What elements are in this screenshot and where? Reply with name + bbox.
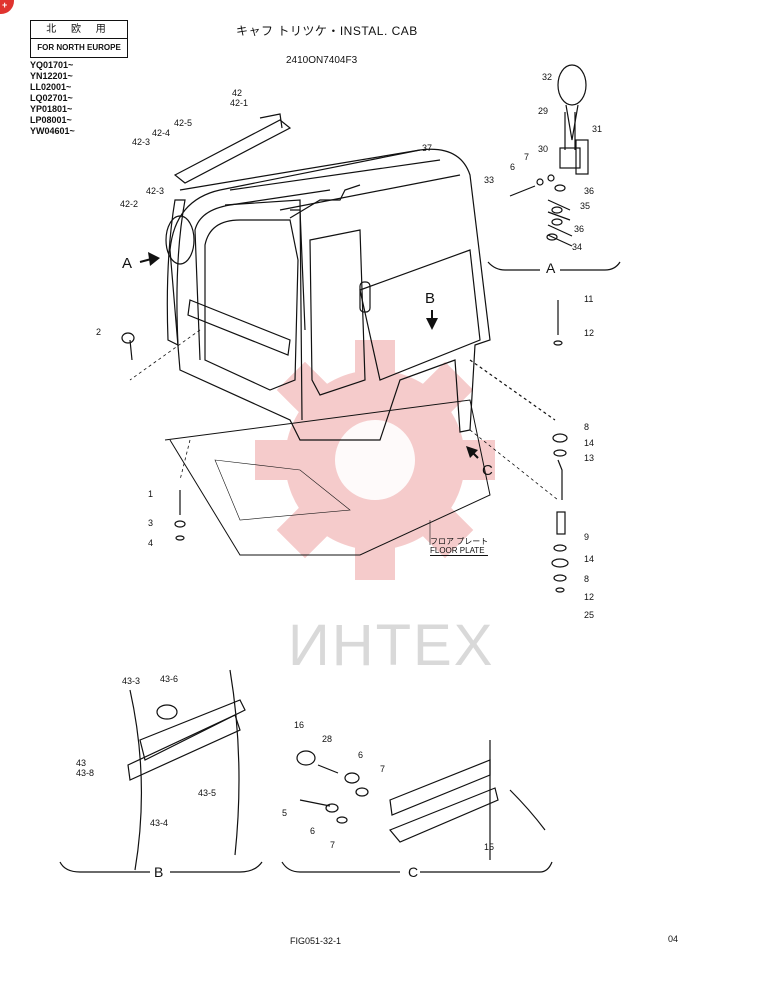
- callout: 6: [358, 750, 364, 760]
- figure-number: FIG051-32-1: [290, 936, 342, 946]
- callout: 8: [584, 574, 590, 584]
- view-label-a-arrow: A: [122, 255, 133, 272]
- callout: 42-1: [230, 98, 249, 108]
- callout: 29: [538, 106, 549, 116]
- callout: 30: [538, 144, 549, 154]
- callout: 8: [584, 422, 590, 432]
- serial-item: YN12201~: [30, 71, 73, 81]
- arrow-c-icon: [466, 446, 478, 458]
- detail-c-title: C: [408, 864, 419, 880]
- serial-item: LL02001~: [30, 82, 72, 92]
- serial-item: YP01801~: [30, 104, 73, 114]
- callout: 42-3: [132, 137, 151, 147]
- floor-plate-label: フロア プレート FLOOR PLATE: [430, 537, 489, 556]
- page-number: 04: [668, 934, 679, 944]
- arrow-b-icon: [426, 318, 438, 330]
- callout: 11: [584, 294, 594, 304]
- assembly-part-number: 2410ON7404F3: [286, 55, 358, 66]
- callout: 37: [422, 143, 433, 153]
- callout: 16: [294, 720, 305, 730]
- detail-a-parts: [509, 64, 589, 247]
- callout: 43-3: [122, 676, 141, 686]
- callout: 12: [584, 592, 595, 602]
- mirror-32: [557, 64, 587, 106]
- view-label-b-arrow: B: [425, 290, 436, 307]
- callout: 15: [484, 842, 495, 852]
- detail-b-title: B: [154, 864, 164, 880]
- callout: 32: [542, 72, 553, 82]
- callout: 14: [584, 438, 595, 448]
- kobelco-stripe: [187, 299, 291, 356]
- callout: 31: [592, 124, 603, 134]
- callout: 42-2: [120, 199, 139, 209]
- serial-item: LP08001~: [30, 115, 72, 125]
- floor-plate-jp: フロア プレート: [430, 537, 489, 546]
- callout: 36: [574, 224, 585, 234]
- callout: 28: [322, 734, 333, 744]
- callout: 12: [584, 328, 595, 338]
- floor-plate-en: FLOOR PLATE: [430, 546, 489, 556]
- callout: 36: [584, 186, 595, 196]
- callout: 25: [584, 610, 595, 620]
- serial-item: YQ01701~: [30, 60, 74, 70]
- region-jp: 北 欧 用: [31, 21, 127, 39]
- left-window-outline: [204, 219, 299, 391]
- callout: 42-3: [146, 186, 165, 196]
- callout: 34: [572, 242, 583, 252]
- callout: 6: [310, 826, 316, 836]
- callout: 35: [580, 201, 591, 211]
- front-window-outline: [359, 249, 481, 381]
- callout: 4: [148, 538, 154, 548]
- roof-bracket-42: [173, 119, 292, 184]
- callout: 42-4: [152, 128, 171, 138]
- callout: 43-4: [150, 818, 169, 828]
- callout: 42-5: [174, 118, 193, 128]
- callout: 43-5: [198, 788, 217, 798]
- view-label-c-arrow: C: [482, 462, 493, 479]
- callout: 7: [524, 152, 530, 162]
- callout: 43: [76, 758, 87, 768]
- arrow-a-icon: [148, 252, 160, 266]
- callout: 6: [510, 162, 516, 172]
- serial-list: YQ01701~ YN12201~ LL02001~ LQ02701~ YP01…: [30, 60, 75, 137]
- serial-item: YW04601~: [30, 126, 75, 136]
- callout: 13: [584, 453, 595, 463]
- callout: 14: [584, 554, 595, 564]
- cab-mirror: [165, 215, 195, 265]
- callout: 1: [148, 489, 154, 499]
- callout: 43-6: [160, 674, 179, 684]
- detail-a-title: A: [546, 260, 556, 276]
- callout: 7: [330, 840, 336, 850]
- handrail: [166, 199, 186, 346]
- callout: 33: [484, 175, 495, 185]
- callout: 5: [282, 808, 288, 818]
- watermark-text: ИНТЕХ: [288, 613, 495, 678]
- callout: 43-8: [76, 768, 95, 778]
- detail-b-drawing: [59, 669, 263, 873]
- callout: 7: [380, 764, 386, 774]
- region-en: FOR NORTH EUROPE: [37, 43, 121, 52]
- detail-c-drawing: [281, 740, 553, 873]
- region-box: 北 欧 用 FOR NORTH EUROPE: [30, 20, 128, 58]
- callout: 3: [148, 518, 154, 528]
- callout: 2: [96, 327, 102, 337]
- cab-body-outline: [169, 148, 491, 441]
- callout: 42: [232, 88, 243, 98]
- diagram-title: キャフ トリツケ・INSTAL. CAB: [236, 24, 418, 38]
- serial-item: LQ02701~: [30, 93, 73, 103]
- callout: 9: [584, 532, 590, 542]
